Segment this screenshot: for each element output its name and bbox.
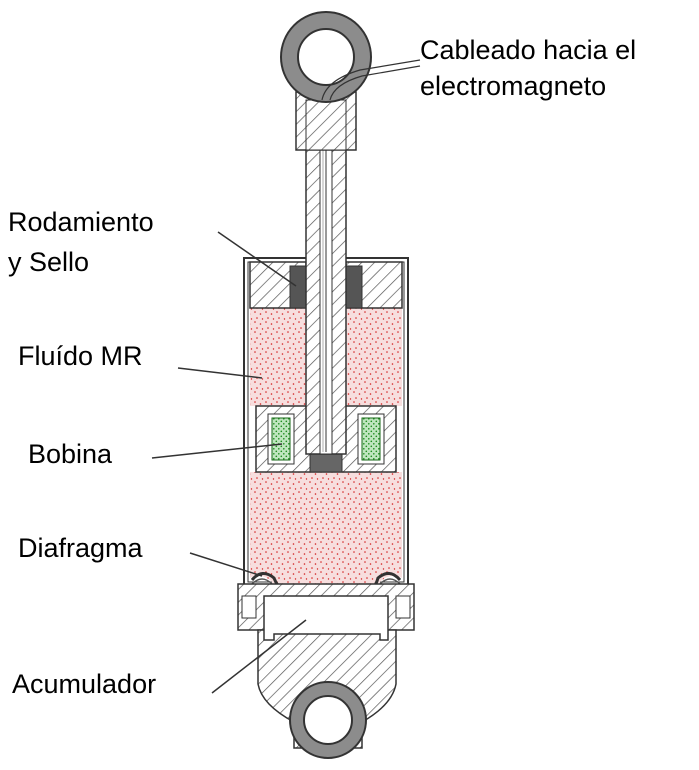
label-coil: Bobina [28,439,113,469]
label-wiring-line2: electromagneto [420,71,607,101]
leader-lines [151,231,307,694]
label-diaphragm: Diafragma [18,533,143,563]
bearing-and-seal [249,261,403,309]
label-wiring-line1: Cableado hacia el [420,35,637,65]
bottom-housing [237,583,415,759]
label-fluid: Fluído MR [18,341,143,371]
coil-right [361,417,381,461]
top-mount-eye [280,11,421,151]
label-accumulator: Acumulador [12,669,157,699]
label-bearing-line1: Rodamiento [8,207,154,237]
label-bearing-line2: y Sello [8,247,90,277]
coil-left [271,417,291,461]
accumulator-chamber [263,595,389,641]
piston-rod [305,95,347,455]
